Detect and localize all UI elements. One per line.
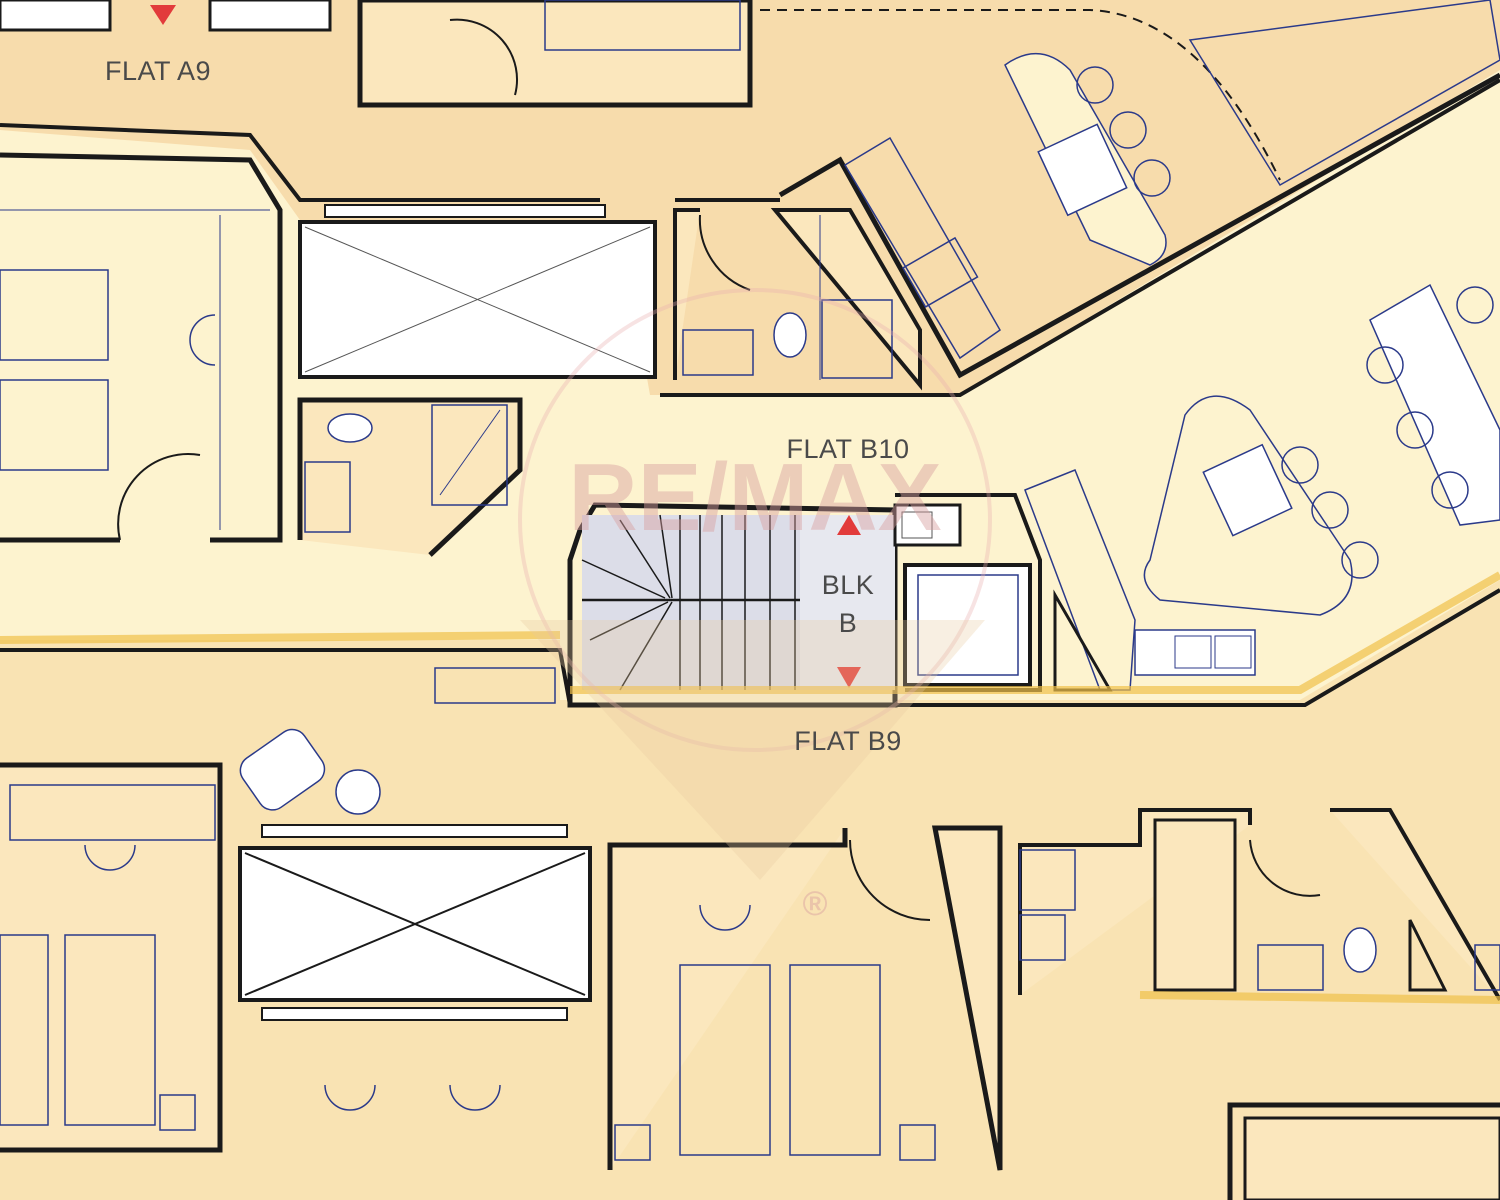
corridor-wall-upper [0, 78, 1500, 397]
down-marker [837, 667, 861, 688]
label-flat-b10: FLAT B10 [786, 434, 909, 464]
upper-left-bedroom [0, 152, 283, 543]
label-flat-a9: FLAT A9 [105, 56, 211, 86]
armchair [239, 667, 556, 815]
bottom-right-room [1227, 1102, 1500, 1200]
upper-right-kitchen [778, 0, 1500, 379]
up-marker [837, 515, 861, 535]
corridor-wall-lower [0, 588, 1500, 707]
lower-lift-shaft [238, 824, 592, 1111]
lower-right-bathroom [1018, 808, 1500, 1004]
flat-boundary-line [0, 571, 1500, 694]
lower-left-bedroom [0, 762, 223, 1153]
upper-left-bathroom [297, 397, 523, 557]
a9-marker [150, 5, 176, 25]
label-flat-b9: FLAT B9 [794, 726, 902, 756]
lower-middle-bedroom [607, 825, 1003, 1171]
label-blk-line1: BLK [822, 570, 875, 600]
label-blk-line2: B [839, 608, 858, 638]
watermark-brand: RE/MAX [568, 444, 941, 551]
flat-a9-rooms [0, 0, 1281, 181]
flat-b10-dining [1024, 283, 1500, 691]
watermark-registered: ® [802, 885, 827, 923]
remax-watermark: RE/MAX ® [518, 288, 992, 923]
stair-core [150, 5, 1113, 708]
upper-center-bathroom [673, 208, 922, 391]
upper-lift-shaft [298, 204, 657, 379]
